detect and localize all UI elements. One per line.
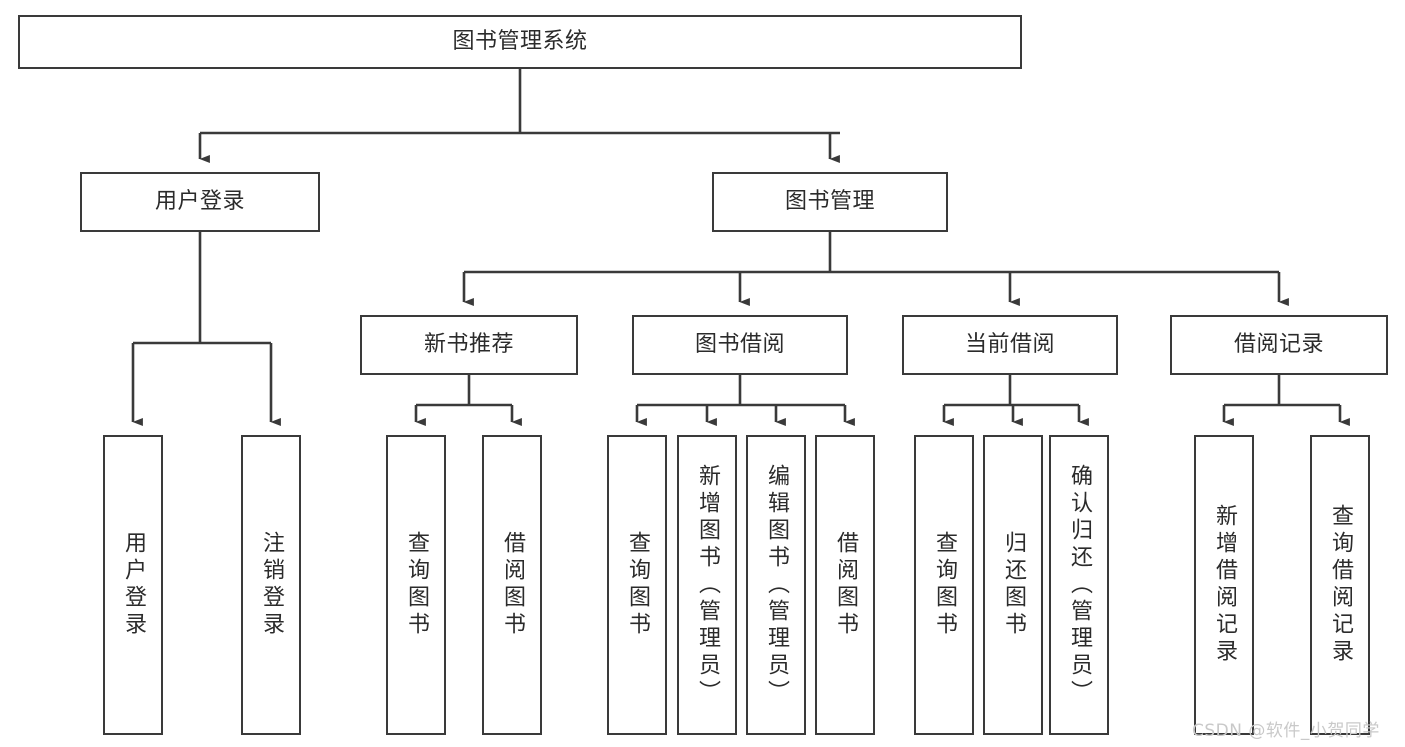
node-leaf-borrow-book-1[interactable]: 借阅图书 — [482, 435, 542, 735]
node-leaf-confirm-return-label: 确认归还（管理员） — [1067, 463, 1092, 707]
node-leaf-query-book-2[interactable]: 查询图书 — [607, 435, 667, 735]
node-leaf-add-record[interactable]: 新增借阅记录 — [1194, 435, 1254, 735]
node-leaf-user-login[interactable]: 用户登录 — [103, 435, 163, 735]
node-book-manage-label: 图书管理 — [784, 188, 875, 214]
node-leaf-query-book-1[interactable]: 查询图书 — [386, 435, 446, 735]
node-leaf-borrow-book-1-label: 借阅图书 — [500, 531, 525, 639]
node-leaf-borrow-book-2-label: 借阅图书 — [833, 531, 858, 639]
node-book-borrow-label: 图书借阅 — [694, 331, 785, 357]
node-leaf-query-record-label: 查询借阅记录 — [1328, 504, 1353, 666]
node-user-login-label: 用户登录 — [154, 188, 245, 214]
node-leaf-query-book-1-label: 查询图书 — [404, 531, 429, 639]
node-leaf-confirm-return[interactable]: 确认归还（管理员） — [1049, 435, 1109, 735]
node-leaf-add-record-label: 新增借阅记录 — [1212, 504, 1237, 666]
node-leaf-query-book-3-label: 查询图书 — [932, 531, 957, 639]
node-leaf-edit-book[interactable]: 编辑图书（管理员） — [746, 435, 806, 735]
node-leaf-query-book-2-label: 查询图书 — [625, 531, 650, 639]
node-leaf-logout-label: 注销登录 — [259, 531, 284, 639]
node-current-borrow[interactable]: 当前借阅 — [902, 315, 1118, 375]
node-root-label: 图书管理系统 — [452, 28, 588, 54]
node-leaf-user-login-label: 用户登录 — [121, 531, 146, 639]
node-leaf-return-book-label: 归还图书 — [1001, 531, 1026, 639]
node-user-login[interactable]: 用户登录 — [80, 172, 320, 232]
node-new-book-recommend-label: 新书推荐 — [423, 331, 514, 357]
node-borrow-record-label: 借阅记录 — [1233, 331, 1324, 357]
node-leaf-edit-book-label: 编辑图书（管理员） — [764, 463, 789, 707]
node-root[interactable]: 图书管理系统 — [18, 15, 1022, 69]
node-leaf-query-book-3[interactable]: 查询图书 — [914, 435, 974, 735]
node-leaf-return-book[interactable]: 归还图书 — [983, 435, 1043, 735]
node-leaf-borrow-book-2[interactable]: 借阅图书 — [815, 435, 875, 735]
node-book-manage[interactable]: 图书管理 — [712, 172, 948, 232]
node-new-book-recommend[interactable]: 新书推荐 — [360, 315, 578, 375]
node-book-borrow[interactable]: 图书借阅 — [632, 315, 848, 375]
node-leaf-query-record[interactable]: 查询借阅记录 — [1310, 435, 1370, 735]
csdn-watermark: CSDN @软件_小贺同学 — [1192, 721, 1380, 741]
node-leaf-add-book[interactable]: 新增图书（管理员） — [677, 435, 737, 735]
node-current-borrow-label: 当前借阅 — [964, 331, 1055, 357]
node-borrow-record[interactable]: 借阅记录 — [1170, 315, 1388, 375]
node-leaf-add-book-label: 新增图书（管理员） — [695, 463, 720, 707]
node-leaf-logout[interactable]: 注销登录 — [241, 435, 301, 735]
